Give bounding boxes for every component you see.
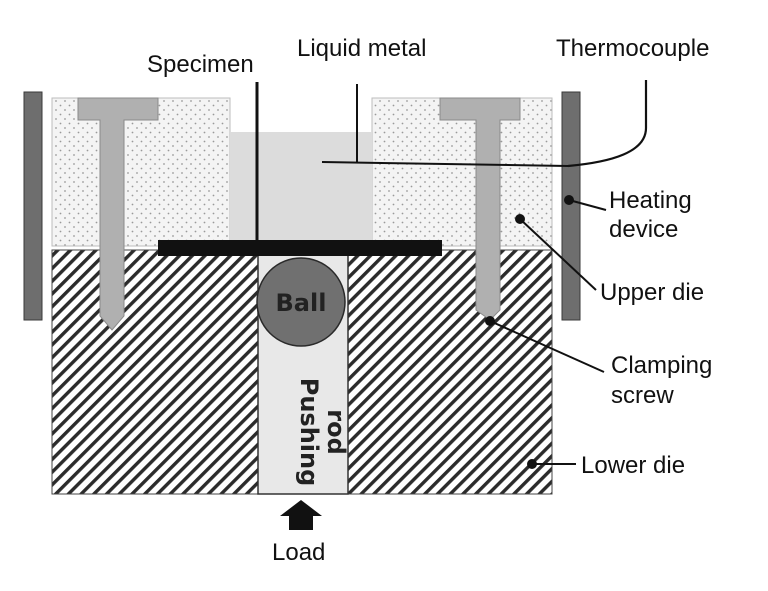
clamping-screw-left: [77, 97, 159, 331]
clamping-screw-label-line1: Clamping: [611, 352, 712, 379]
specimen-label: Specimen: [147, 51, 254, 78]
ball: [256, 257, 346, 347]
heating-device-left: [23, 91, 43, 321]
pushing-rod-label-line1: Pushing: [295, 378, 323, 487]
upper-die-marker: [515, 214, 525, 224]
load-arrow-icon: [280, 500, 322, 530]
clamping-screw-right: [439, 97, 521, 321]
lower-die-marker: [527, 459, 537, 469]
clamping-screw-marker: [485, 316, 495, 326]
upper-die-label: Upper die: [600, 279, 704, 306]
liquid-metal-label: Liquid metal: [297, 35, 426, 62]
heating-device-right: [561, 91, 581, 321]
lower-die-right: [347, 249, 553, 495]
thermocouple-label: Thermocouple: [556, 35, 709, 62]
upper-die-left: [51, 97, 231, 247]
clamping-screw-label-line2: screw: [611, 382, 674, 409]
heating-device-leader: [568, 199, 607, 211]
thermocouple-leader: [567, 80, 648, 168]
lower-die-label: Lower die: [581, 452, 685, 479]
upper-die-leader: [519, 218, 597, 291]
load-label: Load: [272, 539, 325, 566]
ball-label: Ball: [276, 289, 327, 317]
heating-device-marker: [564, 195, 574, 205]
lower-die-left: [51, 249, 259, 495]
liquid-metal: [230, 132, 372, 242]
pushing-rod-label-line2: rod: [322, 409, 350, 455]
heating-device-label-line2: device: [609, 216, 678, 243]
heating-device-label-line1: Heating: [609, 187, 692, 214]
specimen-plate: [158, 240, 442, 256]
liquid-metal-leader-horizontal: [321, 161, 569, 167]
clamping-screw-leader: [489, 320, 605, 373]
